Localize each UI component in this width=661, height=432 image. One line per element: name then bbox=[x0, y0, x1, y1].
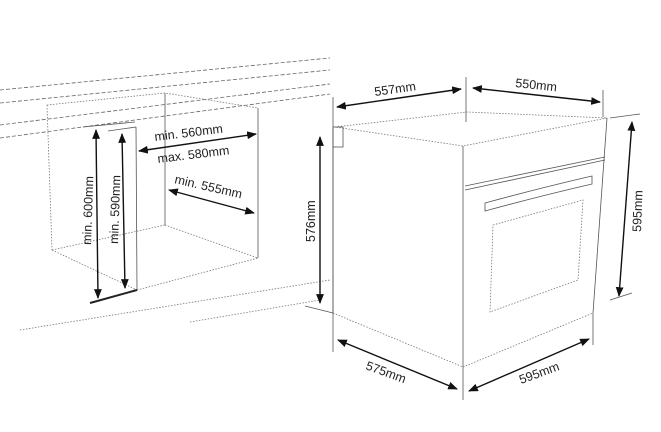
label-595-width: 595mm bbox=[517, 359, 561, 386]
label-min-600: min. 600mm bbox=[80, 176, 96, 245]
oven-drawing bbox=[304, 77, 641, 400]
oven-handle bbox=[484, 175, 593, 212]
label-576: 576mm bbox=[304, 200, 318, 242]
oven-dimensions: 557mm 550mm 576mm 595mm 575mm 595mm bbox=[304, 76, 645, 392]
oven-window bbox=[489, 199, 584, 313]
cabinet-drawing bbox=[0, 57, 331, 331]
label-575: 575mm bbox=[364, 359, 408, 386]
label-min-555: min. 555mm bbox=[173, 172, 243, 201]
cabinet-dimensions: min. 600mm min. 590mm min. 560mm max. 58… bbox=[80, 122, 257, 299]
label-595-height: 595mm bbox=[630, 190, 645, 232]
label-557: 557mm bbox=[373, 79, 416, 99]
label-min-590: min. 590mm bbox=[107, 175, 123, 244]
label-550: 550mm bbox=[515, 76, 558, 94]
